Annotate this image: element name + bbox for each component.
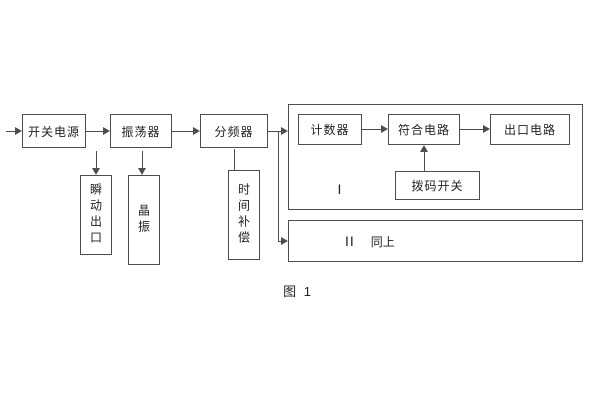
group-1-frame (288, 104, 583, 210)
group-2-content: II 同上 (288, 220, 583, 262)
block-frequency-divider: 分频器 (200, 114, 268, 148)
connector-divider-timecomp-line (234, 149, 235, 170)
block-frequency-divider-label: 分频器 (214, 124, 254, 139)
block-counter: 计数器 (298, 114, 362, 145)
block-instant-outlet: 瞬动出口 (80, 175, 112, 255)
arrowhead-coincidence-outlet-icon (483, 125, 490, 133)
block-dip-switch-label: 拨码开关 (411, 179, 464, 193)
connector-power-oscillator-line (86, 131, 103, 132)
arrowhead-dip-coincidence-icon (420, 145, 428, 152)
connector-dip-coincidence-line (424, 152, 425, 171)
group-1-label: I (337, 181, 343, 197)
arrowhead-oscillator-divider-icon (193, 127, 200, 135)
block-crystal-label: 晶振 (136, 204, 151, 236)
connector-divider-group1-line (268, 131, 281, 132)
block-instant-outlet-label: 瞬动出口 (88, 183, 103, 247)
arrowhead-oscillator-crystal-icon (138, 168, 146, 175)
arrowhead-power-oscillator-icon (103, 127, 110, 135)
connector-entry-line (6, 131, 16, 132)
block-oscillator: 振荡器 (110, 114, 172, 148)
connector-coincidence-outlet-line (460, 129, 483, 130)
connector-branch-horizontal-line (278, 241, 281, 242)
block-dip-switch: 拨码开关 (395, 171, 480, 200)
block-time-compensation: 时间补偿 (228, 170, 260, 260)
arrowhead-divider-group1-icon (281, 127, 288, 135)
block-counter-label: 计数器 (310, 123, 350, 137)
group-2-label: 同上 (370, 234, 395, 249)
block-switch-power: 开关电源 (22, 114, 86, 148)
block-coincidence-circuit: 符合电路 (388, 114, 460, 145)
block-outlet-circuit-label: 出口电路 (503, 123, 556, 137)
arrowhead-branch-group2-icon (281, 237, 288, 245)
block-oscillator-label: 振荡器 (121, 124, 161, 139)
block-time-compensation-label: 时间补偿 (236, 183, 251, 247)
connector-oscillator-crystal-line (142, 151, 143, 168)
connector-oscillator-divider-line (172, 131, 193, 132)
group-2-frame (288, 220, 583, 262)
arrowhead-counter-coincidence-icon (381, 125, 388, 133)
connector-branch-vertical-line (278, 132, 279, 241)
block-switch-power-label: 开关电源 (27, 124, 80, 139)
figure-caption: 图 1 (283, 284, 313, 299)
connector-counter-coincidence-line (362, 129, 381, 130)
group-2-numeral: II (345, 233, 355, 249)
arrowhead-entry-icon (15, 127, 22, 135)
block-coincidence-circuit-label: 符合电路 (397, 123, 450, 137)
block-outlet-circuit: 出口电路 (490, 114, 570, 145)
connector-power-instant-line (96, 151, 97, 168)
block-crystal: 晶振 (128, 175, 160, 265)
arrowhead-power-instant-icon (92, 168, 100, 175)
